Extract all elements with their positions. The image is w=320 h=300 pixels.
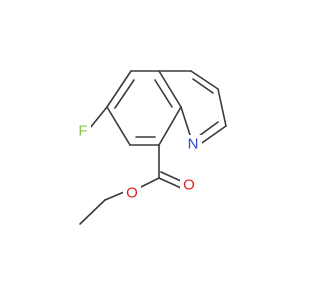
bond-c6-c7 bbox=[106, 106, 131, 146]
bond-ester-o-ch2 bbox=[104, 191, 125, 201]
ester-oxygen-label: O bbox=[126, 185, 138, 202]
fluorine-label: F bbox=[78, 123, 87, 140]
bond-carbonyl-c-ester-o bbox=[138, 177, 160, 189]
bond-carbonyl-c-o-double-b bbox=[160, 171, 184, 183]
bond-c3-c2 bbox=[217, 88, 227, 127]
bond-n1-c8a bbox=[180, 106, 191, 136]
bond-c5-c6-inner bbox=[114, 79, 135, 109]
bond-c5-c6 bbox=[106, 70, 132, 108]
bond-carbonyl-c-o-double-a bbox=[158, 177, 182, 189]
bond-c4-c3 bbox=[190, 70, 219, 90]
bond-c7-f bbox=[89, 106, 108, 129]
fluorine-atom: F bbox=[75, 122, 91, 140]
carbonyl-oxygen-label: O bbox=[183, 177, 195, 194]
bond-c2-n1 bbox=[198, 125, 227, 146]
bond-c8-c8a bbox=[158, 106, 182, 146]
ester-oxygen-atom: O bbox=[123, 184, 141, 202]
carbonyl-oxygen-atom: O bbox=[180, 176, 198, 194]
nitrogen-label: N bbox=[188, 136, 199, 153]
bond-c8a-c4a-inner bbox=[154, 79, 173, 108]
bond-c8a-c4a bbox=[158, 70, 182, 108]
bond-ch2-ch3 bbox=[79, 199, 106, 225]
bond-c4-c3-inner bbox=[192, 78, 214, 94]
bond-c2-n1-inner bbox=[198, 121, 219, 137]
nitrogen-atom: N bbox=[184, 135, 202, 153]
molecule-structure-diagram: F N O O bbox=[75, 70, 227, 225]
